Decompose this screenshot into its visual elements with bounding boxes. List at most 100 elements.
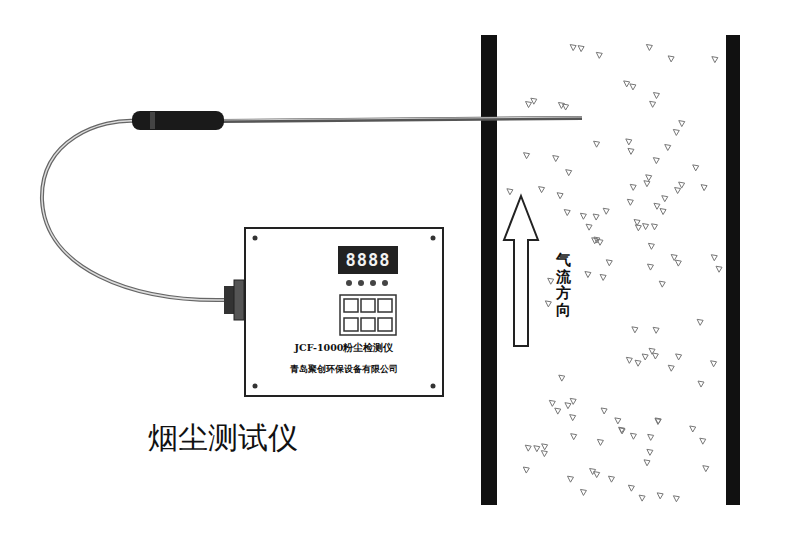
dust-particle <box>594 472 600 478</box>
dust-particle <box>571 434 577 440</box>
dust-particle <box>624 81 630 87</box>
dust-particle <box>626 139 632 145</box>
caption: 烟尘测试仪 <box>148 418 298 459</box>
dust-particle <box>626 357 632 363</box>
dust-particle <box>545 301 551 307</box>
dust-particle <box>615 418 621 424</box>
dust-particles <box>507 44 722 501</box>
airflow-arrow <box>504 196 538 346</box>
dust-particle <box>568 476 574 482</box>
dust-particle <box>531 98 537 104</box>
dust-particle <box>632 327 638 333</box>
dust-particle <box>570 398 576 404</box>
dust-particle <box>643 224 649 230</box>
keypad-buttons <box>344 299 392 331</box>
dust-particle <box>646 175 652 181</box>
dust-particle <box>628 148 634 154</box>
dust-particle <box>630 184 636 190</box>
dust-particle <box>594 141 600 147</box>
dust-particle <box>563 104 569 110</box>
dust-particle <box>619 428 625 434</box>
dust-particle <box>668 56 674 62</box>
device-text: JCF-1000粉尘检测仪 <box>295 342 394 355</box>
dust-particle <box>635 225 641 231</box>
dust-particle <box>648 434 654 440</box>
dust-particle <box>600 274 606 280</box>
dust-particle <box>711 255 717 261</box>
probe-rod <box>220 118 582 121</box>
duct-wall <box>481 35 497 505</box>
dust-particle <box>603 208 609 214</box>
dust-particle <box>639 495 645 501</box>
display-digits: 8888 <box>346 250 391 270</box>
dust-particle <box>525 445 531 451</box>
dust-particle <box>601 408 607 414</box>
dust-particle <box>608 476 614 482</box>
dust-particle <box>655 419 661 425</box>
dust-particle <box>700 438 706 444</box>
airflow-label: 气流方向 <box>556 252 571 318</box>
cable-connector <box>234 280 244 320</box>
dust-particle <box>619 427 625 433</box>
dust-particle <box>662 196 668 202</box>
display <box>338 246 398 274</box>
dust-particle <box>652 353 658 359</box>
dust-particle <box>592 238 598 244</box>
device-panel: JCF-1000粉尘检测仪青岛聚创环保设备有限公司 <box>245 228 443 396</box>
dust-particle <box>690 426 696 432</box>
dust-particle <box>630 433 636 439</box>
dust-particle <box>628 485 634 491</box>
dust-particle <box>653 158 659 164</box>
dust-particle <box>570 415 576 421</box>
dust-particle <box>660 209 666 215</box>
dust-particle <box>585 272 591 278</box>
dust-particle <box>590 469 596 475</box>
duct-wall <box>726 35 740 505</box>
device-body <box>245 228 443 396</box>
dust-particle <box>712 57 718 63</box>
dust-particle <box>523 467 529 473</box>
dust-particle <box>548 278 554 284</box>
keypad <box>340 295 396 335</box>
device-text: 青岛聚创环保设备有限公司 <box>290 363 398 376</box>
probe-handle <box>132 111 224 130</box>
dust-particle <box>580 213 586 219</box>
dust-particle <box>570 45 576 51</box>
dust-particle <box>651 224 657 230</box>
dust-particle <box>597 439 603 445</box>
dust-particle <box>644 181 650 187</box>
dust-particle <box>526 102 532 108</box>
dust-particle <box>657 493 663 499</box>
dust-particle <box>593 214 599 220</box>
probe-rod <box>220 117 582 120</box>
dust-particle <box>659 281 665 287</box>
dust-particle <box>650 101 656 107</box>
dust-particle <box>675 260 681 266</box>
dust-particle <box>597 239 603 245</box>
dust-particle <box>671 255 677 261</box>
dust-particle <box>673 129 679 135</box>
dust-particle <box>653 93 659 99</box>
dust-particle <box>697 319 703 325</box>
probe-handle <box>150 112 155 129</box>
dust-particle <box>524 153 530 159</box>
dust-particle <box>673 496 679 502</box>
dust-particle <box>711 361 717 367</box>
dust-particle <box>716 266 722 272</box>
dust-particle <box>580 489 586 495</box>
dust-particle <box>675 188 681 194</box>
dust-particle <box>596 52 602 58</box>
dust-particle <box>539 187 545 193</box>
dust-particle <box>655 418 661 424</box>
dust-particle <box>534 446 540 452</box>
dust-particle <box>564 210 570 216</box>
dust-particle <box>654 203 660 209</box>
cable-connector <box>224 286 234 314</box>
dust-particle <box>693 165 699 171</box>
dust-particle <box>647 449 653 455</box>
dust-particle <box>606 260 612 266</box>
screws <box>253 236 436 389</box>
dust-particle <box>665 145 671 151</box>
